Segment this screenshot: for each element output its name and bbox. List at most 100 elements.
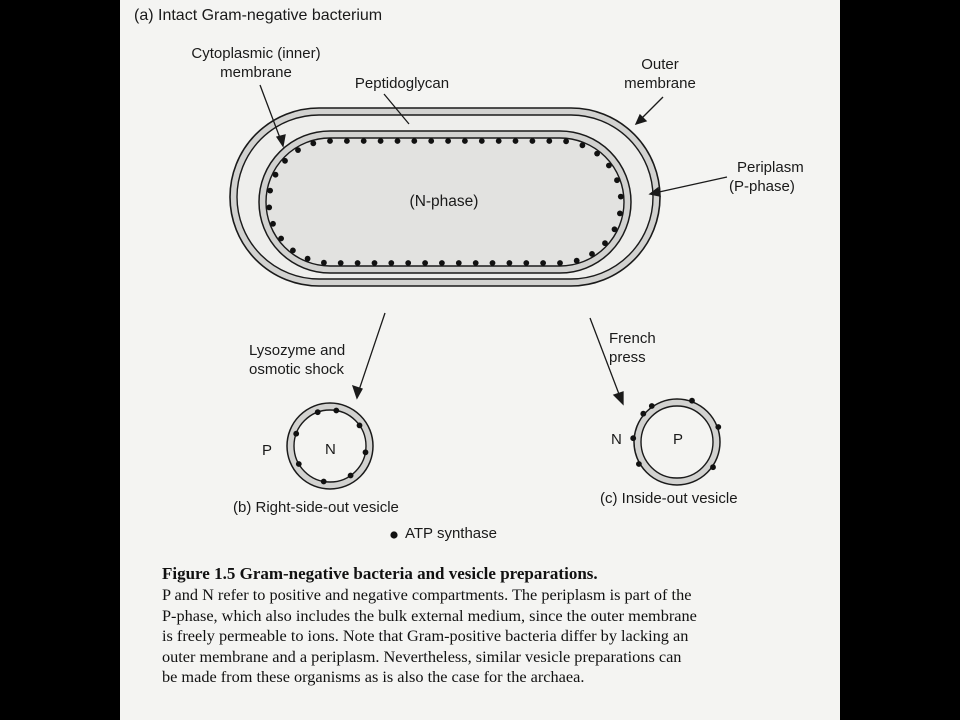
caption-line: is freely permeable to ions. Note that G… (162, 626, 689, 645)
french-label-line2: press (609, 349, 646, 366)
atp-synthase-dot (320, 478, 327, 485)
lysozyme-label: Lysozyme and osmotic shock (249, 341, 345, 379)
outer-label-line2: membrane (624, 75, 696, 92)
atp-synthase-dot (594, 150, 600, 157)
vesicle-b-lumen (293, 409, 367, 483)
atp-synthase-dot (614, 177, 620, 184)
atp-synthase-dot (304, 255, 311, 262)
figure-page: (a) Intact Gram-negative bacterium Cytop… (120, 0, 840, 720)
panel-a-title: (a) Intact Gram-negative bacterium (134, 7, 383, 24)
atp-synthase-dot (290, 247, 296, 254)
atp-synthase-dot (295, 461, 302, 467)
atp-synthase-dot (523, 260, 530, 266)
vesicle-c-inner-label: P (673, 431, 684, 448)
atp-synthase-dot (495, 138, 502, 144)
atp-synthase-dot (411, 138, 418, 144)
lysozyme-label-line2: osmotic shock (249, 361, 345, 378)
periplasm-label-line1: Periplasm (737, 159, 804, 176)
outer-label-line1: Outer (641, 56, 679, 73)
french-label-line1: French (609, 330, 656, 347)
atp-synthase-dot (388, 260, 395, 266)
legend-atp-label: ATP synthase (405, 525, 497, 542)
atp-synthase-dot (310, 140, 317, 147)
atp-synthase-dot (540, 260, 546, 266)
periplasm-arrowhead (648, 186, 661, 197)
atp-synthase-dot (715, 424, 722, 430)
atp-synthase-dot (589, 251, 595, 257)
vesicle-c-outer-label: N (611, 431, 622, 448)
atp-synthase-dot (489, 260, 496, 266)
cytoplasmic-membrane-label: Cytoplasmic (inner) membrane (156, 44, 356, 82)
atp-synthase-dot (455, 260, 462, 266)
atp-synthase-dot (557, 260, 563, 266)
atp-synthase-dot (295, 147, 301, 154)
atp-synthase-dots-cell (266, 138, 624, 266)
atp-synthase-dot (611, 226, 618, 233)
atp-synthase-dot (630, 435, 637, 442)
atp-synthase-dot (640, 410, 647, 417)
panel-b-title: (b) Right-side-out vesicle (233, 499, 399, 516)
caption-line: outer membrane and a periplasm. Neverthe… (162, 646, 682, 666)
periplasm-label-line2: (P-phase) (729, 178, 795, 195)
atp-synthase-dot (546, 138, 553, 144)
atp-synthase-dot (267, 187, 273, 194)
atp-synthase-dot (472, 260, 479, 266)
cytoplasm (265, 137, 625, 267)
lysozyme-arrowhead (351, 384, 363, 400)
vesicle-b-outer-label: P (262, 442, 273, 459)
atp-synthase-dot (377, 138, 384, 144)
atp-synthase-dot (602, 240, 608, 247)
periplasm-label: Periplasm (P-phase) (729, 158, 804, 196)
atp-synthase-dot (636, 461, 642, 467)
atp-synthase-dot (710, 464, 716, 471)
atp-synthase-dot (579, 142, 586, 149)
atp-synthase-dot (445, 138, 451, 144)
atp-synthase-dot (272, 171, 279, 178)
cytoplasmic-label-line1: Cytoplasmic (inner) (191, 45, 321, 62)
atp-synthase-dot (478, 138, 485, 144)
intact-bacterium (229, 107, 661, 287)
atp-synthase-dot (371, 260, 378, 266)
cytoplasmic-arrowhead (275, 134, 286, 148)
atp-synthase-dot (617, 193, 624, 200)
atp-synthase-dot (347, 472, 354, 479)
french-press-arrow (589, 317, 623, 403)
outer-arrowhead (634, 113, 648, 126)
periplasm-pointer (649, 176, 728, 195)
caption-heading: Figure 1.5 Gram-negative bacteria and ve… (162, 564, 598, 583)
caption-line: be made from these organisms as is also … (162, 667, 585, 686)
atp-synthase-dot (362, 449, 369, 456)
atp-synthase-dot (266, 204, 273, 211)
atp-synthase-dot (689, 397, 695, 404)
panel-c-title: (c) Inside-out vesicle (600, 490, 738, 507)
gram-negative-diagram (229, 84, 728, 539)
atp-synthase-dot (512, 138, 519, 144)
atp-synthase-dot (337, 260, 344, 266)
atp-synthase-dot (270, 220, 276, 227)
inside-out-vesicle (630, 397, 722, 486)
caption-line: P-phase, which also includes the bulk ex… (162, 605, 697, 625)
atp-synthase-dot (394, 138, 401, 144)
atp-synthase-dot (606, 162, 612, 169)
pointer-lines (259, 84, 728, 406)
atp-synthase-dot (529, 138, 536, 144)
atp-synthase-dot (439, 260, 445, 266)
atp-synthase-dot (356, 422, 363, 429)
atp-synthase-dot (563, 138, 569, 145)
outer-membrane-label: Outer membrane (600, 55, 720, 93)
atp-synthase-dot (617, 210, 623, 217)
atp-synthase-dot (278, 235, 284, 242)
caption-line: P and N refer to positive and negative c… (162, 585, 692, 604)
french-press-arrowhead (612, 391, 624, 406)
french-press-label: French press (609, 329, 656, 367)
atp-synthase-dot (462, 138, 468, 144)
figure-caption: Figure 1.5 Gram-negative bacteria and ve… (162, 563, 802, 688)
peptidoglycan-pointer (383, 93, 410, 125)
atp-synthase-dot (321, 259, 327, 266)
vesicle-c-lumen (640, 405, 714, 479)
lysozyme-arrow (356, 312, 386, 397)
atp-synthase-dot (344, 138, 350, 144)
atp-synthase-dot (333, 407, 340, 414)
right-side-out-vesicle (286, 402, 374, 490)
legend-atp-dot (390, 531, 398, 539)
